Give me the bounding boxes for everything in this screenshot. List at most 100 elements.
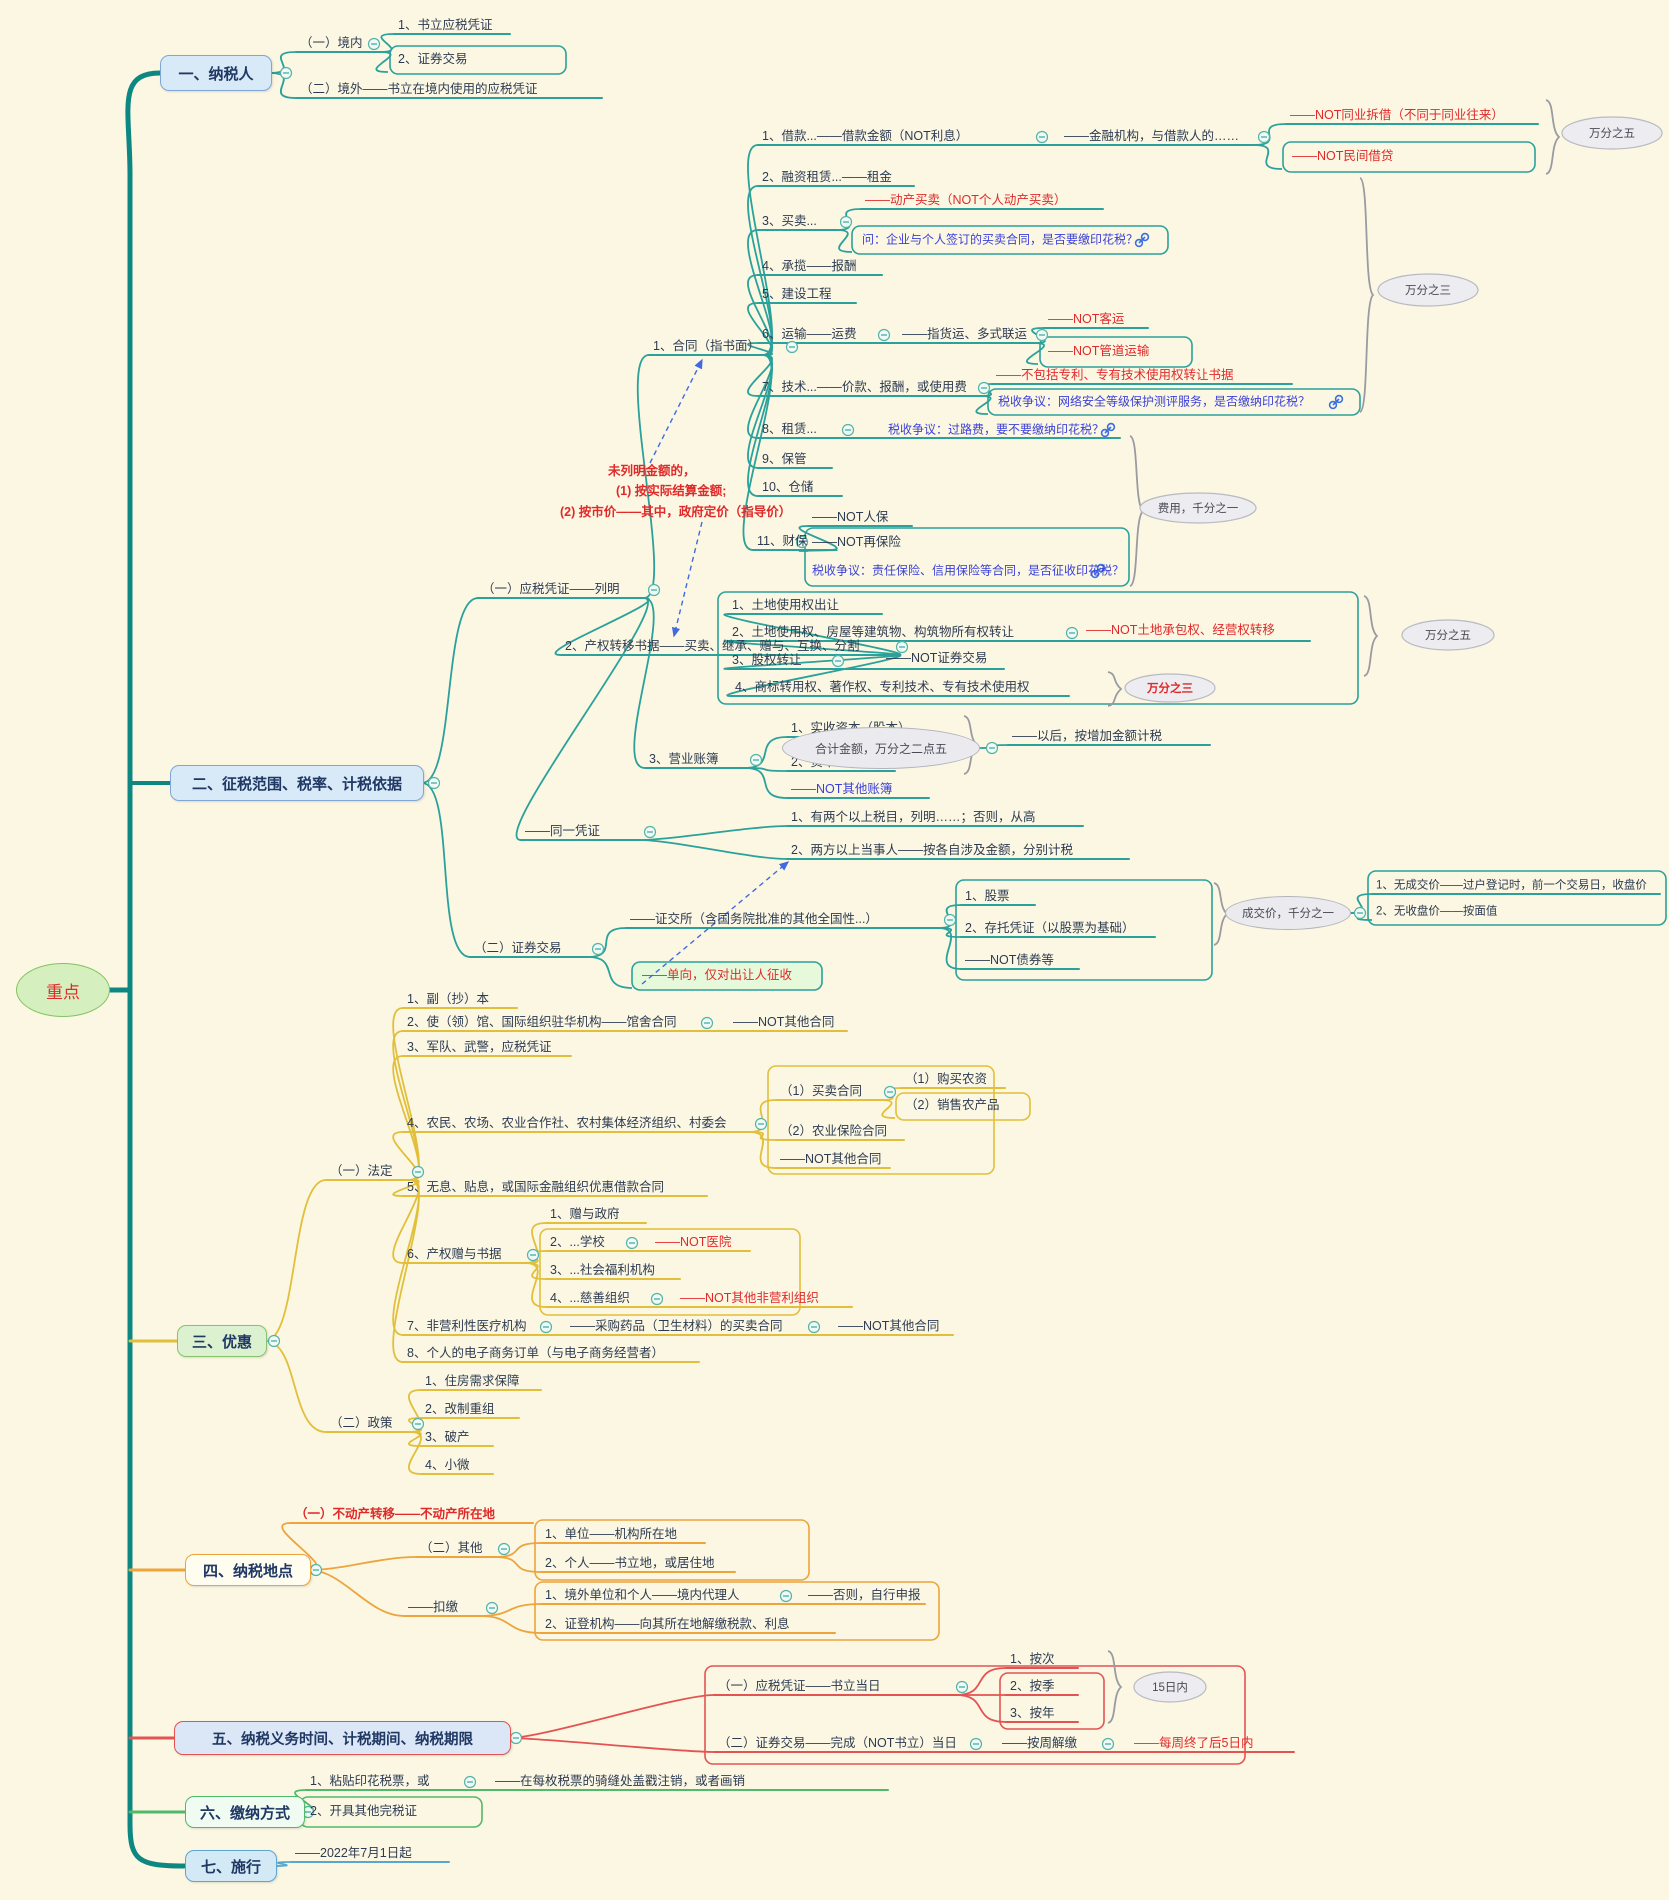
topic-c2a[interactable]: ——NOT土地承包权、经营权转移 <box>1086 623 1275 638</box>
topic-s1[interactable]: 1、按次 <box>1010 1652 1055 1667</box>
topic-f7[interactable]: ——单向，仅对出让人征收 <box>642 968 793 983</box>
topic-r10[interactable]: 10、仓储 <box>762 480 814 495</box>
topic-r3[interactable]: 3、买卖... <box>762 214 817 229</box>
topic-f6[interactable]: 2、无收盘价——按面值 <box>1376 905 1498 918</box>
topic-r4[interactable]: 4、承揽——报酬 <box>762 259 857 274</box>
topic-c1y[interactable]: ——否则，自行申报 <box>808 1588 921 1603</box>
topic-n1a[interactable]: （一）境内 <box>300 36 363 51</box>
topic-r6d[interactable]: ——NOT管道运输 <box>1048 344 1150 359</box>
topic-n4c[interactable]: ——扣缴 <box>408 1600 459 1615</box>
topic-p4[interactable]: 4、小微 <box>425 1458 470 1473</box>
topic-i5[interactable]: 5、无息、贴息，或国际金融组织优惠借款合同 <box>407 1180 664 1195</box>
topic-n6a2[interactable]: ——在每枚税票的骑缝处盖戳注销，或者画销 <box>495 1774 746 1789</box>
topic-i7a[interactable]: ——采购药品（卫生材料）的买卖合同 <box>570 1319 783 1334</box>
topic-r11[interactable]: 11、财保 <box>757 534 808 549</box>
branch-topic-root[interactable]: 重点 <box>16 963 110 1017</box>
branch-topic-n4[interactable]: 四、纳税地点 <box>185 1554 311 1586</box>
hyperlink-icon[interactable] <box>1334 394 1344 404</box>
topic-r6a[interactable]: 6、运输——运费 <box>762 327 857 342</box>
topic-r11a[interactable]: ——NOT人保 <box>812 510 889 525</box>
topic-d4[interactable]: ——NOT其他账簿 <box>791 782 893 797</box>
topic-n1b[interactable]: （二）境外——书立在境内使用的应税凭证 <box>300 82 538 97</box>
topic-r1b[interactable]: ——金融机构，与借款人的…… <box>1064 129 1240 144</box>
topic-p2[interactable]: 2、改制重组 <box>425 1402 495 1417</box>
hyperlink-icon[interactable] <box>1096 563 1106 573</box>
topic-c3a[interactable]: ——NOT证券交易 <box>886 651 988 666</box>
topic-s2[interactable]: 2、按季 <box>1010 1679 1055 1694</box>
topic-i4a1[interactable]: （1）购买农资 <box>905 1072 987 1087</box>
branch-topic-el1[interactable]: 合计金额，万分之二点五 <box>782 727 980 769</box>
topic-f5[interactable]: 1、无成交价——过户登记时，前一个交易日，收盘价 <box>1376 879 1647 892</box>
branch-topic-n1[interactable]: 一、纳税人 <box>160 55 272 91</box>
hyperlink-icon[interactable] <box>1328 400 1338 410</box>
topic-e1[interactable]: 1、有两个以上税目，列明……；否则，从高 <box>791 810 1036 825</box>
topic-n6b[interactable]: 2、开具其他完税证 <box>310 1804 417 1819</box>
topic-b2[interactable]: 2、个人——书立地，或居住地 <box>545 1556 715 1571</box>
topic-r9[interactable]: 9、保管 <box>762 452 807 467</box>
topic-n2d[interactable]: 3、营业账簿 <box>649 752 719 767</box>
topic-t2[interactable]: ——按周解缴 <box>1002 1736 1078 1751</box>
topic-p1[interactable]: 1、住房需求保障 <box>425 1374 520 1389</box>
topic-c1x[interactable]: 1、境外单位和个人——境内代理人 <box>545 1588 740 1603</box>
topic-i4[interactable]: 4、农民、农场、农业合作社、农村集体经济组织、村委会 <box>407 1116 727 1131</box>
topic-r1c[interactable]: ——NOT同业拆借（不同于同业往来） <box>1290 108 1504 123</box>
topic-i6b[interactable]: 2、...学校 <box>550 1235 605 1250</box>
topic-i1[interactable]: 1、副（抄）本 <box>407 992 489 1007</box>
topic-n5b[interactable]: （二）证券交易——完成（NOT书立）当日 <box>718 1736 957 1751</box>
hyperlink-icon[interactable] <box>1140 232 1150 242</box>
topic-n6a[interactable]: 1、粘贴印花税票，或 <box>310 1774 430 1789</box>
topic-i6c[interactable]: 3、...社会福利机构 <box>550 1263 655 1278</box>
topic-d3[interactable]: ——以后，按增加金额计税 <box>1012 729 1163 744</box>
topic-i6d[interactable]: 4、...慈善组织 <box>550 1291 630 1306</box>
topic-r3b[interactable]: 问：企业与个人签订的买卖合同，是否要缴印花税？ <box>862 232 1139 247</box>
topic-i4b[interactable]: （2）农业保险合同 <box>780 1124 887 1139</box>
topic-r2[interactable]: 2、融资租赁...——租金 <box>762 170 892 185</box>
topic-r7[interactable]: 7、技术...——价款、报酬，或使用费 <box>762 380 967 395</box>
topic-i7b[interactable]: ——NOT其他合同 <box>838 1319 940 1334</box>
topic-n4a[interactable]: （一）不动产转移——不动产所在地 <box>295 1507 496 1522</box>
topic-c2x[interactable]: 2、证登机构——向其所在地解缴税款、利息 <box>545 1617 790 1632</box>
topic-i7[interactable]: 7、非营利性医疗机构 <box>407 1319 527 1334</box>
topic-n2e[interactable]: ——同一凭证 <box>525 824 601 839</box>
topic-f4[interactable]: ——NOT债券等 <box>965 953 1054 968</box>
topic-a2[interactable]: (1) 按实际结算金额; <box>616 484 727 499</box>
topic-i4a[interactable]: （1）买卖合同 <box>780 1084 862 1099</box>
topic-i4c[interactable]: ——NOT其他合同 <box>780 1152 882 1167</box>
topic-r3a[interactable]: ——动产买卖（NOT个人动产买卖） <box>865 193 1067 208</box>
topic-n1a2[interactable]: 2、证券交易 <box>398 52 468 67</box>
branch-topic-n6[interactable]: 六、缴纳方式 <box>185 1796 305 1828</box>
hyperlink-icon[interactable] <box>1090 569 1100 579</box>
topic-n2c[interactable]: 2、产权转移书据——买卖、继承、赠与、互换、分割 <box>565 639 860 654</box>
topic-i2[interactable]: 2、使（领）馆、国际组织驻华机构——馆舍合同 <box>407 1015 677 1030</box>
topic-r11b[interactable]: ——NOT再保险 <box>812 535 901 550</box>
branch-topic-n2[interactable]: 二、征税范围、税率、计税依据 <box>170 765 424 801</box>
topic-r7a[interactable]: ——不包括专利、专有技术使用权转让书据 <box>996 368 1234 383</box>
topic-r7b[interactable]: 税收争议：网络安全等级保护测评服务，是否缴纳印花税？ <box>998 394 1311 409</box>
branch-topic-n5[interactable]: 五、纳税义务时间、计税期间、纳税期限 <box>174 1721 511 1755</box>
topic-r1a[interactable]: 1、借款...——借款金额（NOT利息） <box>762 129 969 144</box>
topic-n3a[interactable]: （一）法定 <box>330 1164 393 1179</box>
topic-r6b[interactable]: ——指货运、多式联运 <box>902 327 1028 342</box>
topic-n3b[interactable]: （二）政策 <box>330 1416 393 1431</box>
topic-s3[interactable]: 3、按年 <box>1010 1706 1055 1721</box>
topic-e2[interactable]: 2、两方以上当事人——按各自涉及金额，分别计税 <box>791 843 1073 858</box>
topic-i6a[interactable]: 1、赠与政府 <box>550 1207 620 1222</box>
topic-n5a[interactable]: （一）应税凭证——书立当日 <box>718 1679 881 1694</box>
topic-a3[interactable]: (2) 按市价——其中，政府定价（指导价） <box>560 505 792 520</box>
topic-r6c[interactable]: ——NOT客运 <box>1048 312 1125 327</box>
topic-c4[interactable]: 4、商标转用权、著作权、专利技术、专有技术使用权 <box>735 680 1030 695</box>
topic-n2f[interactable]: （二）证券交易 <box>474 941 562 956</box>
topic-c2[interactable]: 2、土地使用权、房屋等建筑物、构筑物所有权转让 <box>732 625 1014 640</box>
topic-n1a1[interactable]: 1、书立应税凭证 <box>398 18 493 33</box>
topic-i4a2[interactable]: （2）销售农产品 <box>905 1098 1000 1113</box>
topic-n7a[interactable]: ——2022年7月1日起 <box>295 1846 412 1861</box>
topic-c3[interactable]: 3、股权转让 <box>732 653 802 668</box>
topic-t3[interactable]: ——每周终了后5日内 <box>1134 1736 1254 1751</box>
topic-i8[interactable]: 8、个人的电子商务订单（与电子商务经营者） <box>407 1346 664 1361</box>
hyperlink-icon[interactable] <box>1106 422 1116 432</box>
branch-topic-n3[interactable]: 三、优惠 <box>177 1325 267 1357</box>
branch-topic-el2[interactable]: 成交价，千分之一 <box>1225 896 1351 930</box>
topic-p3[interactable]: 3、破产 <box>425 1430 470 1445</box>
topic-n2a[interactable]: （一）应税凭证——列明 <box>482 582 620 597</box>
topic-c1[interactable]: 1、土地使用权出让 <box>732 598 839 613</box>
